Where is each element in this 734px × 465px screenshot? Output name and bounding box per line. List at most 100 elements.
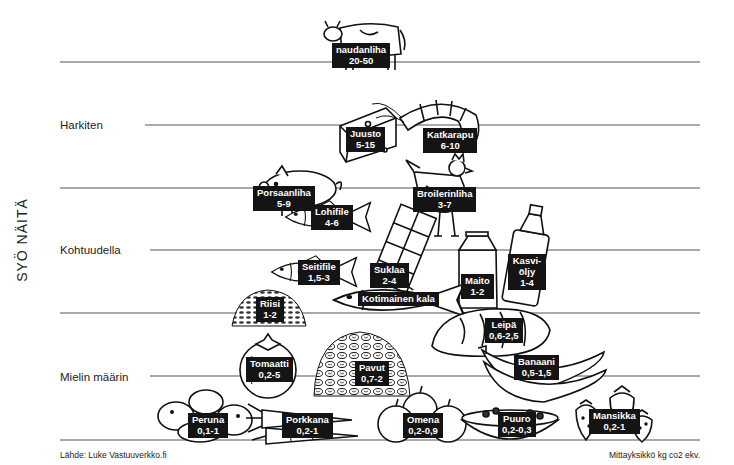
food-label-box: Juusto5-15: [346, 127, 385, 152]
food-label-box: Kasvi- öljy1-4: [508, 254, 546, 290]
cheese-drawing-part: [366, 122, 371, 127]
emission-range: 0,2-5: [250, 369, 289, 380]
food-name: Riisi: [260, 298, 280, 309]
food-label-box: Kotimainen kala: [358, 292, 439, 306]
chicken-drawing-part: [406, 160, 420, 172]
food-name: Tomaatti: [250, 358, 289, 369]
tier-label: Kohtuudella: [60, 244, 121, 256]
food-label-box: Banaani0,5-1,5: [514, 355, 559, 380]
food-name: Peruna: [192, 414, 224, 425]
food-label-box: Porsaanliha5-9: [253, 186, 315, 211]
emission-range: 0,2-0,9: [407, 425, 439, 436]
bananas-drawing: [478, 346, 606, 402]
food-label-box: Riisi1-2: [256, 297, 284, 322]
apples-drawing: [378, 386, 466, 442]
carrots-drawing: [246, 404, 358, 444]
food-label-box: Puuro0,2-0,3: [498, 412, 536, 437]
emission-range: 0,2-1: [286, 425, 329, 436]
potatoes-drawing-part: [189, 390, 223, 414]
food-label-box: naudanliha20-50: [332, 43, 390, 68]
emission-range: 1-2: [260, 309, 280, 320]
food-label-box: Peruna0,1-1: [188, 413, 228, 438]
emission-range: 6-10: [427, 140, 473, 151]
saithe-fish-drawing-part: [272, 256, 357, 287]
milk-carton-drawing-part: [459, 236, 496, 250]
potatoes-drawing-part: [171, 411, 173, 413]
emission-range: 5-9: [257, 198, 311, 209]
cow-drawing-part: [360, 30, 378, 35]
emission-range: 0,1-1: [192, 425, 224, 436]
food-name: Katkarapu: [427, 129, 473, 140]
row-lines-part: [60, 188, 700, 189]
milk-carton-drawing: [459, 232, 497, 308]
food-name: naudanliha: [336, 44, 386, 55]
emission-range: 1,5-3: [302, 272, 336, 283]
footer-note: Mittayksikkö kg co2 ekv.: [609, 450, 700, 460]
oil-bottle-drawing: [502, 203, 555, 307]
food-label-box: Broilerinliha3-7: [413, 187, 476, 212]
emission-range: 0,2-1: [593, 421, 636, 432]
food-name: Kotimainen kala: [362, 293, 435, 304]
bananas-drawing-part: [484, 362, 606, 402]
chicken-drawing-part: [434, 211, 459, 236]
food-name: Puuro: [502, 413, 532, 424]
bread-drawing-part: [432, 309, 550, 356]
emission-range: 1-2: [465, 286, 490, 297]
food-label-box: Pavut0,7-2: [355, 361, 389, 386]
food-name: Pavut: [359, 362, 385, 373]
apples-drawing-part: [396, 386, 450, 406]
milk-carton-drawing-part: [459, 250, 497, 308]
beans-drawing-part: [314, 332, 410, 396]
chicken-drawing-part: [465, 168, 472, 173]
emission-range: 20-50: [336, 55, 386, 66]
saithe-fish-drawing: [272, 256, 357, 287]
cow-drawing: [324, 21, 405, 70]
food-name: Juusto: [350, 128, 381, 139]
food-name: Broilerinliha: [417, 188, 472, 199]
cow-drawing-part: [325, 21, 340, 27]
emission-range: 0,5-1,5: [518, 367, 555, 378]
strawberries-drawing: [576, 386, 652, 442]
food-name: Lohifile: [315, 206, 349, 217]
beans-drawing: [314, 332, 410, 396]
cheese-drawing-part: [340, 118, 396, 162]
porridge-bowl-drawing-part: [483, 411, 489, 417]
tomato-drawing-part: [256, 334, 280, 350]
pig-drawing-part: [276, 166, 288, 176]
potatoes-drawing: [158, 390, 252, 442]
emission-range: 0,2-0,3: [502, 424, 532, 435]
tier-label: Harkiten: [60, 119, 103, 131]
carrots-drawing-part: [246, 404, 266, 440]
porridge-bowl-drawing-part: [537, 413, 543, 419]
shrimp-drawing-part: [420, 100, 466, 121]
food-label-box: Maito1-2: [461, 274, 494, 299]
potatoes-drawing-part: [237, 415, 239, 417]
food-name: Omena: [407, 414, 439, 425]
food-name: Maito: [465, 275, 490, 286]
food-name: Mansikka: [593, 410, 636, 421]
food-name: Seitifile: [302, 261, 336, 272]
food-label-box: Tomaatti0,2-5: [246, 357, 293, 382]
strawberries-drawing-part: [645, 423, 647, 425]
emission-range: 0,6-2,5: [489, 330, 519, 341]
cow-drawing-part: [324, 27, 342, 41]
vertical-heading: SYÖ NÄITÄ: [14, 198, 30, 282]
shrimp-drawing-part: [400, 104, 479, 152]
food-label-box: Omena0,2-0,9: [403, 413, 443, 438]
shrimp-drawing: [372, 100, 479, 152]
food-name: Porsaanliha: [257, 187, 311, 198]
row-lines-part: [60, 313, 700, 314]
food-name: Leipä: [489, 319, 519, 330]
food-name: Porkkana: [286, 414, 329, 425]
rice-pile-drawing: [232, 290, 306, 326]
emission-range: 2-4: [374, 275, 405, 286]
bananas-drawing-part: [478, 346, 486, 354]
emission-range: 1-4: [512, 277, 542, 288]
food-label-box: Katkarapu6-10: [423, 128, 477, 153]
shrimp-drawing-part: [372, 103, 404, 122]
row-lines-part: [150, 250, 700, 251]
food-label-box: Mansikka0,2-1: [589, 409, 640, 434]
tier-label: Mielin määrin: [60, 371, 128, 383]
tomato-drawing: [240, 334, 296, 398]
